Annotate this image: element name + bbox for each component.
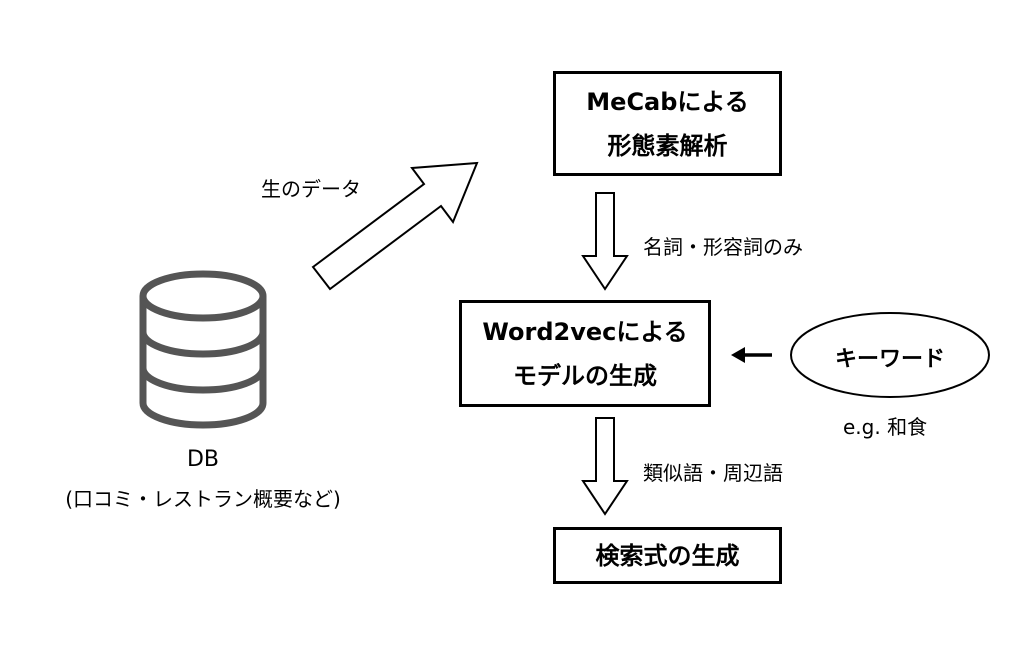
db-subtitle: (口コミ・レストラン概要など)	[65, 487, 341, 511]
mecab-box-line2: 形態素解析	[607, 131, 728, 160]
search-box-label: 検索式の生成	[595, 541, 740, 570]
nouns-adjectives-label: 名詞・形容詞のみ	[643, 235, 803, 259]
similar-words-label: 類似語・周辺語	[643, 461, 783, 485]
word2vec-box-line2: モデルの生成	[513, 361, 657, 390]
down-arrow-1	[581, 192, 629, 291]
keyword-arrow	[731, 347, 772, 363]
mecab-box-line1: MeCabによる	[586, 87, 749, 116]
down-arrow-2	[581, 417, 629, 516]
mecab-box: MeCabによる 形態素解析	[553, 71, 782, 176]
raw-data-label: 生のデータ	[261, 177, 361, 201]
keyword-ellipse	[790, 312, 990, 398]
word2vec-box-line1: Word2vecによる	[482, 317, 688, 346]
word2vec-box: Word2vecによる モデルの生成	[459, 300, 711, 407]
raw-data-arrow	[311, 161, 479, 291]
search-box: 検索式の生成	[553, 527, 782, 584]
example-label: e.g. 和食	[843, 415, 928, 439]
database-icon	[139, 270, 267, 429]
keyword-label: キーワード	[834, 347, 945, 372]
db-title: DB	[186, 447, 220, 472]
